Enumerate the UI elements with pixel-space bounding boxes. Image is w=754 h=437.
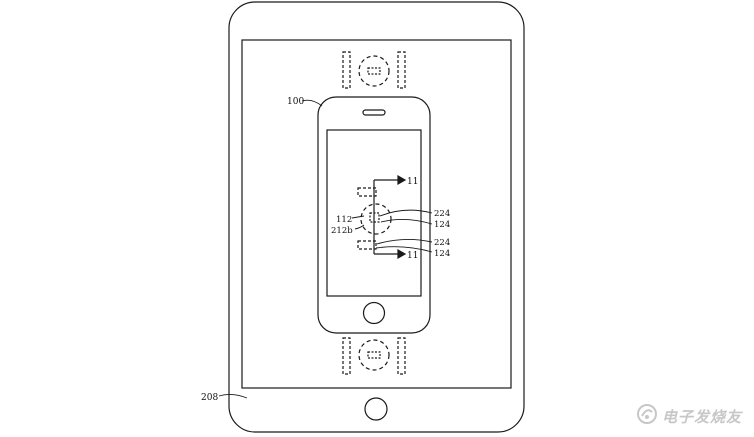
- phone-coil-icon: [360, 203, 392, 235]
- label-124-bottom: 124: [434, 249, 450, 259]
- label-11-top: 11: [407, 177, 418, 187]
- label-112: 112: [336, 215, 352, 225]
- label-124-top: 124: [434, 220, 450, 230]
- phone-lower-bar: [357, 240, 377, 250]
- tablet-top-left-bar: [342, 51, 351, 89]
- tablet-screen: [241, 39, 512, 389]
- tablet-bottom-coil-group: [342, 337, 406, 375]
- leader-208: [218, 393, 248, 399]
- label-224-bottom: 224: [434, 238, 450, 248]
- tablet-top-coil-center: [367, 67, 381, 75]
- tablet-body: [228, 1, 525, 433]
- label-212b: 212b: [331, 226, 353, 236]
- reference-labels: 100 208 11 11 112 212b 224 124 224 124: [201, 97, 450, 403]
- leader-lines: [218, 99, 433, 399]
- leader-224-bottom: [376, 239, 433, 245]
- tablet-top-right-bar: [397, 51, 406, 89]
- section-arrow-top-icon: [397, 174, 407, 186]
- tablet-bottom-coil-center: [367, 351, 381, 359]
- tablet-bottom-left-bar: [342, 337, 351, 375]
- watermark-text: 电子发烧友: [661, 407, 742, 426]
- phone-component-group: [357, 174, 407, 260]
- phone-home-button-icon: [362, 301, 386, 325]
- phone-device: [317, 96, 431, 334]
- label-11-bottom: 11: [407, 251, 418, 261]
- leader-100: [301, 99, 323, 107]
- leader-212b: [354, 224, 365, 230]
- phone-screen: [326, 129, 422, 297]
- tablet-bottom-right-bar: [397, 337, 406, 375]
- tablet-top-coil-group: [342, 51, 406, 89]
- phone-speaker-icon: [362, 109, 386, 116]
- phone-upper-bar: [357, 187, 377, 197]
- phone-body: [317, 96, 431, 334]
- elecfans-logo-icon: [636, 403, 658, 429]
- tablet-device: [228, 1, 525, 433]
- tablet-bottom-coil-icon: [358, 339, 390, 371]
- watermark: 电子发烧友: [636, 403, 742, 429]
- leader-224-top: [379, 209, 433, 217]
- tablet-top-coil-icon: [358, 55, 390, 87]
- label-224-top: 224: [434, 209, 450, 219]
- leader-124-top: [380, 219, 433, 225]
- label-100: 100: [287, 97, 304, 107]
- leader-124-bottom: [375, 246, 433, 253]
- tablet-home-button-icon: [364, 397, 388, 421]
- label-208: 208: [201, 393, 218, 403]
- leader-112: [351, 215, 365, 219]
- section-arrow-bottom-icon: [397, 248, 407, 260]
